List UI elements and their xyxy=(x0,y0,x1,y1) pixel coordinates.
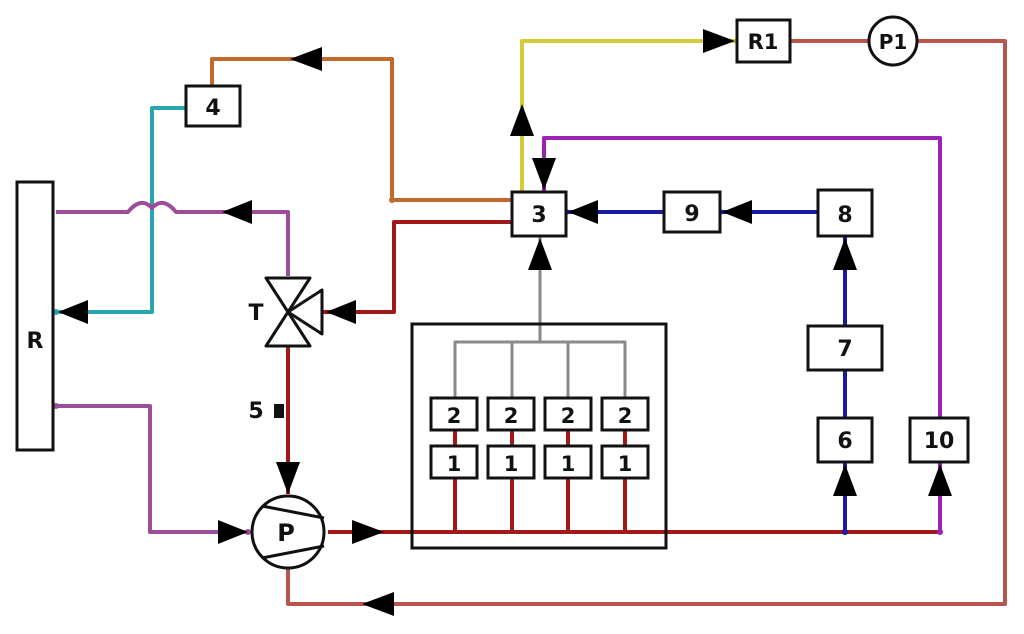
pump-p1 xyxy=(867,15,919,67)
pipe-yellow xyxy=(520,39,737,192)
pipe-cyan xyxy=(56,106,186,314)
arrow-purple-to-pump xyxy=(218,520,248,544)
label-2a: 2 xyxy=(447,404,462,428)
arrow-yellow-up xyxy=(510,104,534,136)
label-pump: P xyxy=(277,519,295,547)
radiator-r xyxy=(15,180,55,452)
pipe-purple-bottom xyxy=(56,404,248,534)
pump-p xyxy=(250,494,326,570)
modules-2: 2 2 2 2 xyxy=(429,396,650,432)
component-3 xyxy=(510,190,568,238)
arrow-grey-up xyxy=(528,238,552,270)
component-10 xyxy=(908,416,970,464)
arrow-cyan-left xyxy=(58,300,88,324)
arrow-blue-to-9 xyxy=(722,200,752,224)
component-8 xyxy=(816,188,874,238)
pipe-purple-top xyxy=(56,200,290,276)
modules-1: 1 1 1 1 xyxy=(429,444,650,480)
pipe-red-3-to-valve xyxy=(322,220,512,314)
arrow-purple-left xyxy=(222,200,252,224)
component-r1 xyxy=(735,18,792,64)
label-5: 5 xyxy=(248,399,263,424)
label-10: 10 xyxy=(924,429,955,454)
component-7 xyxy=(806,324,884,372)
label-2d: 2 xyxy=(618,404,633,428)
label-r1: R1 xyxy=(748,30,779,54)
component-9 xyxy=(662,190,722,234)
label-1b: 1 xyxy=(504,452,519,476)
label-1c: 1 xyxy=(561,452,576,476)
component-6 xyxy=(816,416,874,464)
label-6: 6 xyxy=(837,429,852,454)
label-radiator: R xyxy=(27,329,44,354)
sensor-5 xyxy=(274,404,284,418)
label-p1: P1 xyxy=(879,30,908,54)
arrow-red-to-valve xyxy=(326,300,356,324)
component-4 xyxy=(184,84,242,128)
label-valve: T xyxy=(248,301,263,326)
arrow-up-to-10 xyxy=(928,464,952,496)
label-1d: 1 xyxy=(618,452,633,476)
arrow-to-r1 xyxy=(703,29,735,53)
arrow-return-left xyxy=(362,592,394,616)
label-7: 7 xyxy=(837,337,852,362)
arrow-blue-to-3 xyxy=(568,200,598,224)
label-2c: 2 xyxy=(561,404,576,428)
label-9: 9 xyxy=(684,202,699,227)
arrow-up-to-6 xyxy=(833,464,857,496)
label-3: 3 xyxy=(531,203,546,228)
label-8: 8 xyxy=(837,203,852,228)
pipe-red-risers xyxy=(453,430,627,532)
arrow-up-to-8 xyxy=(833,238,857,270)
pipe-grey-manifold xyxy=(453,236,627,398)
pipe-salmon-return xyxy=(286,39,1007,606)
arrow-down-to-pump xyxy=(276,462,300,494)
three-way-valve xyxy=(264,276,324,348)
arrow-magenta-down xyxy=(532,158,556,190)
arrow-pump-out xyxy=(352,520,384,544)
label-1a: 1 xyxy=(447,452,462,476)
pipe-blue xyxy=(566,210,847,532)
pipe-orange xyxy=(210,57,512,202)
module-enclosure xyxy=(410,322,668,550)
label-2b: 2 xyxy=(504,404,519,428)
label-4: 4 xyxy=(205,96,220,121)
arrow-orange-left xyxy=(290,47,322,71)
